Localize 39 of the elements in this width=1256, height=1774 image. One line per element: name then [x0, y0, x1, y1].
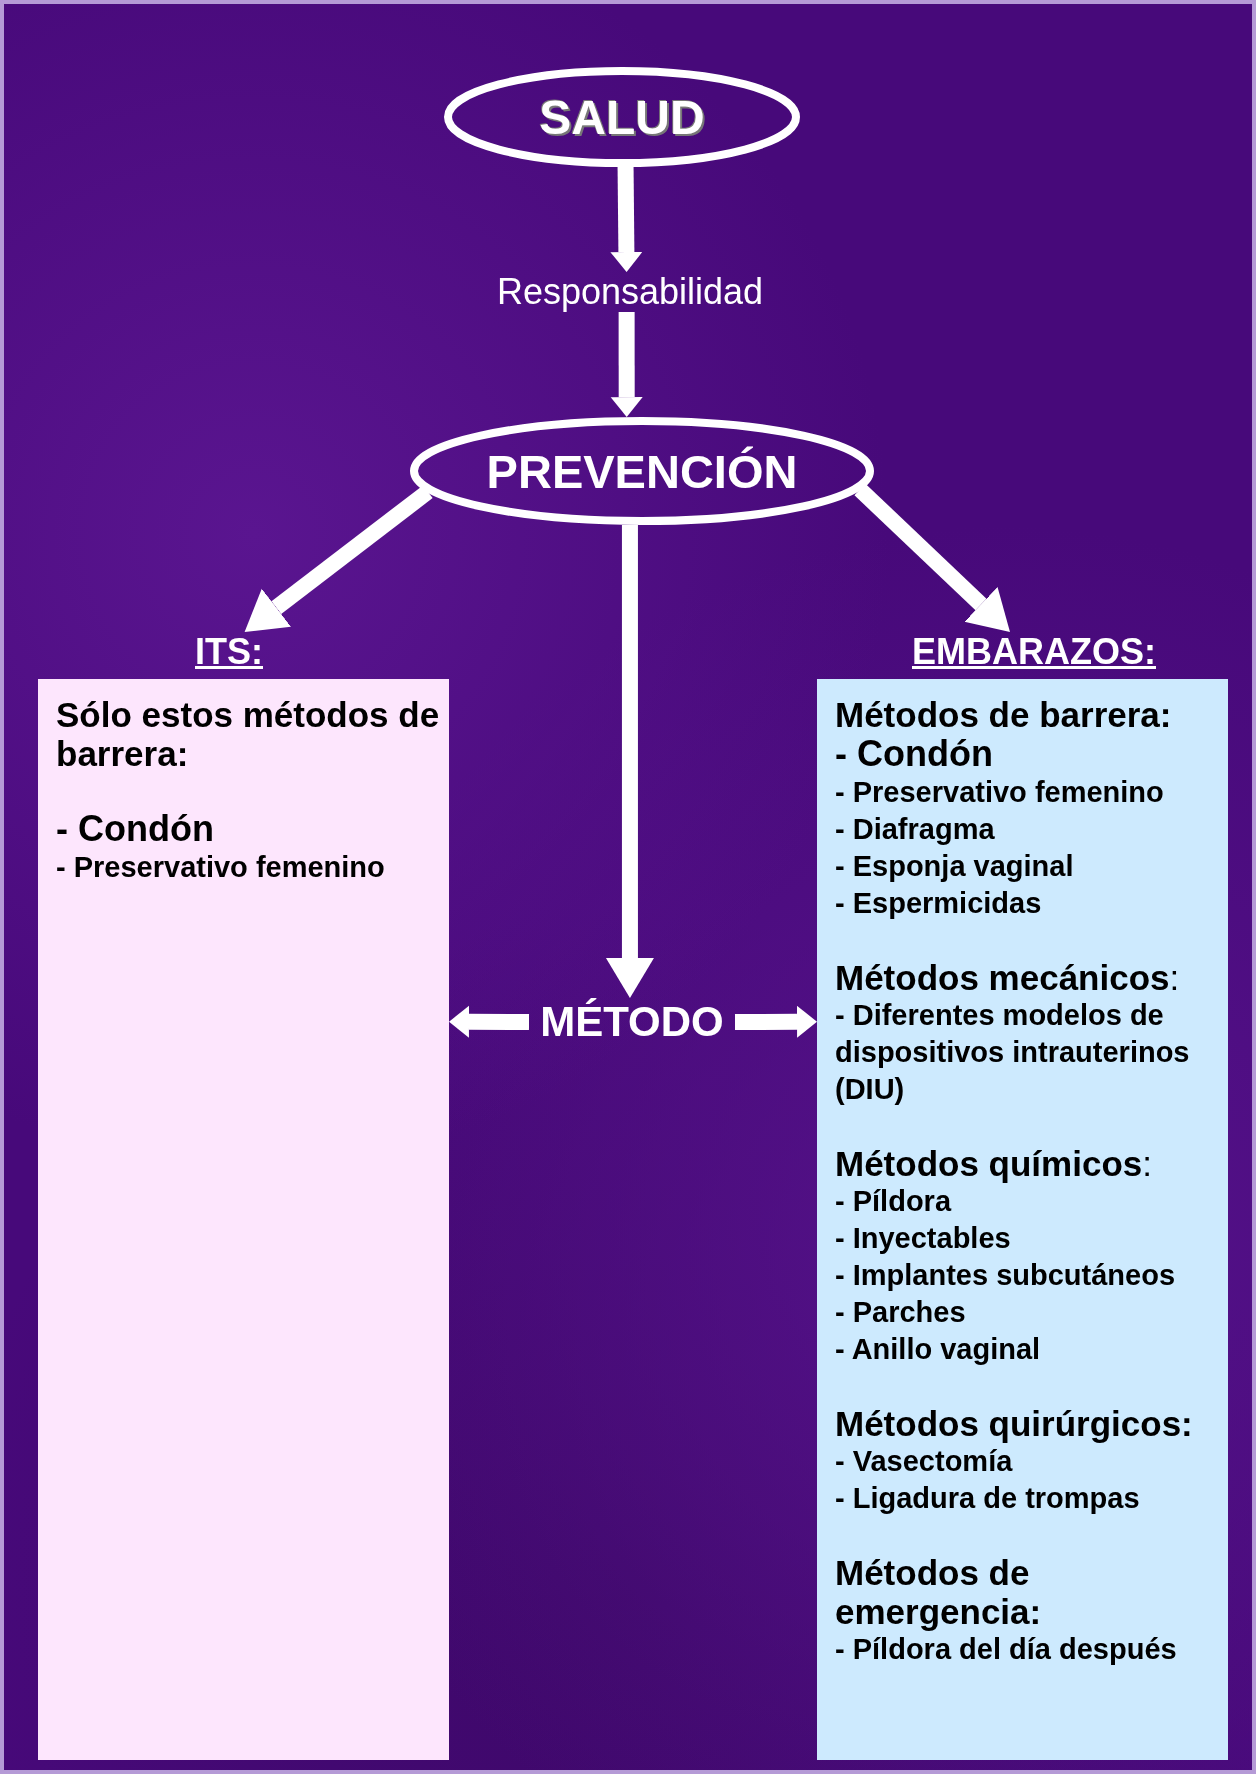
- list-item: - Diferentes modelos de dispositivos intrauterinos (DIU): [835, 998, 1191, 1107]
- list-item: - Preservativo femenino: [835, 775, 1165, 810]
- section-heading: Métodos de emergencia:: [835, 1553, 1043, 1631]
- ellipse-node: [410, 417, 874, 525]
- list-item: - Píldora: [835, 1184, 953, 1219]
- section-heading: Métodos mecánicos:: [835, 958, 1181, 997]
- ellipse-node: [444, 67, 800, 167]
- list-item: - Esponja vaginal: [835, 849, 1075, 884]
- arrow: [449, 1005, 530, 1038]
- node-title: PREVENCIÓN: [486, 443, 798, 499]
- arrow: [610, 312, 643, 418]
- list-item: - Condón: [56, 809, 215, 849]
- list-item: - Parches: [835, 1295, 967, 1330]
- list-item: - Espermicidas: [835, 886, 1043, 921]
- list-item: - Píldora del día después: [835, 1632, 1178, 1667]
- section-heading: ITS:: [194, 632, 264, 672]
- section-heading: Métodos quirúrgicos:: [835, 1404, 1194, 1443]
- section-heading: Métodos de barrera:: [835, 695, 1173, 734]
- list-item: - Condón: [835, 734, 994, 774]
- arrow: [734, 1005, 817, 1038]
- list-item: - Anillo vaginal: [835, 1332, 1042, 1367]
- list-item: - Inyectables: [835, 1221, 1012, 1256]
- info-panel: [38, 679, 449, 1760]
- list-item: - Diafragma: [835, 812, 996, 847]
- section-heading: Métodos químicos:: [835, 1144, 1153, 1183]
- arrow: [854, 483, 1010, 632]
- list-item: - Implantes subcutáneos: [835, 1258, 1176, 1293]
- flow-label: Responsabilidad: [495, 272, 765, 312]
- info-panel: [817, 679, 1228, 1760]
- section-heading: EMBARAZOS:: [911, 632, 1157, 672]
- section-heading: Sólo estos métodos de barrera:: [56, 695, 441, 773]
- arrow: [244, 485, 433, 632]
- arrow: [605, 524, 654, 998]
- center-label: MÉTODO: [539, 998, 725, 1046]
- list-item: - Vasectomía: [835, 1444, 1014, 1479]
- node-title: SALUD: [539, 89, 705, 145]
- arrow: [610, 166, 643, 272]
- list-item: - Ligadura de trompas: [835, 1481, 1141, 1516]
- list-item: - Preservativo femenino: [56, 850, 386, 885]
